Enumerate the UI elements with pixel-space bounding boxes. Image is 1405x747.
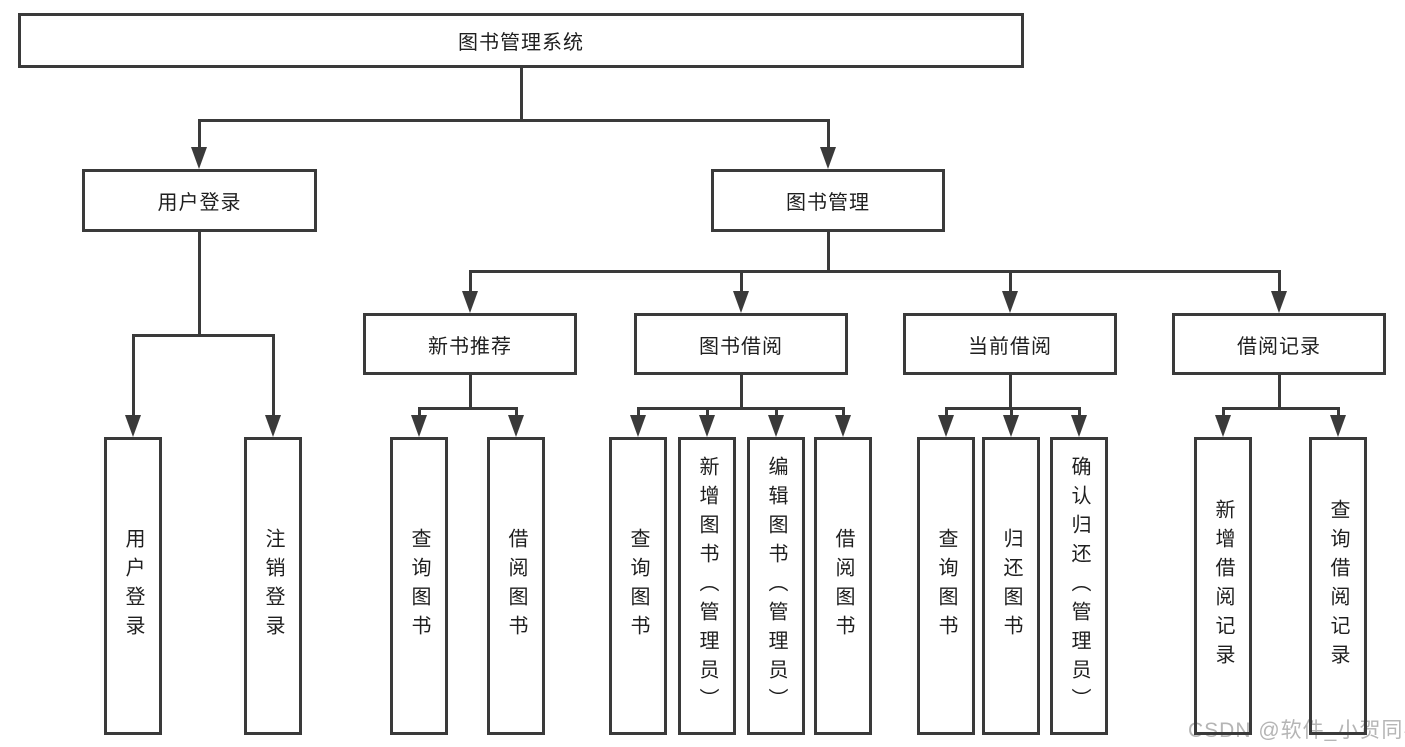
leaf-query-books-current-label: 查询图书 [935,528,957,644]
node-borrow-records-label: 借阅记录 [1237,335,1321,358]
leaf-query-books-borrow-label: 查询图书 [627,528,649,644]
leaf-confirm-return-admin: 确认归还（管理员） [1050,437,1108,735]
edge-drop-borrow-books-1 [515,407,518,420]
leaf-query-books-recommend: 查询图书 [390,437,448,735]
leaf-return-book: 归还图书 [982,437,1040,735]
edge-stem-book-borrow [740,375,743,410]
leaf-borrow-book: 借阅图书 [814,437,872,735]
leaf-logout-login: 注销登录 [244,437,302,735]
leaf-user-login-label: 用户登录 [122,528,144,644]
arrow-down-icon [768,415,784,437]
node-book-borrow: 图书借阅 [634,313,848,375]
edge-drop-leaf-user-login [132,334,135,420]
edge-drop-confirm-return [1078,407,1081,420]
node-current-borrow: 当前借阅 [903,313,1117,375]
node-library-system: 图书管理系统 [18,13,1024,68]
leaf-query-books-recommend-label: 查询图书 [408,528,430,644]
node-new-book-recommend-label: 新书推荐 [428,335,512,358]
edge-rail-book-borrow [637,407,845,410]
leaf-borrow-book-label: 借阅图书 [832,528,854,644]
watermark: CSDN @软件_小贺同学 [1188,719,1405,742]
node-library-system-label: 图书管理系统 [458,32,584,54]
node-current-borrow-label: 当前借阅 [968,335,1052,358]
arrow-down-icon [820,147,836,169]
edge-rail-current-borrow [945,407,1081,410]
leaf-borrow-books-recommend-label: 借阅图书 [505,528,527,644]
edge-drop-edit-book [775,407,778,420]
edge-drop-query-books-1 [418,407,421,420]
leaf-query-books-current: 查询图书 [917,437,975,735]
edge-drop-borrow-records [1278,270,1281,296]
arrow-down-icon [265,415,281,437]
edge-rail-root [198,119,830,122]
leaf-logout-login-label: 注销登录 [262,528,284,644]
leaf-add-book-admin-label: 新增图书（管理员） [696,455,718,717]
arrow-down-icon [699,415,715,437]
arrow-down-icon [630,415,646,437]
node-book-management-label: 图书管理 [786,192,870,214]
edge-drop-book-management [827,119,830,151]
node-new-book-recommend: 新书推荐 [363,313,577,375]
leaf-edit-book-admin: 编辑图书（管理员） [747,437,805,735]
leaf-query-books-borrow: 查询图书 [609,437,667,735]
arrow-down-icon [1215,415,1231,437]
leaf-edit-book-admin-label: 编辑图书（管理员） [765,455,787,717]
node-user-login: 用户登录 [82,169,317,232]
node-book-borrow-label: 图书借阅 [699,335,783,358]
arrow-down-icon [1071,415,1087,437]
edge-drop-new-book [469,270,472,296]
arrow-down-icon [191,147,207,169]
edge-drop-query-books-3 [945,407,948,420]
arrow-down-icon [733,291,749,313]
edge-drop-return-book [1010,407,1013,420]
leaf-add-borrow-record: 新增借阅记录 [1194,437,1252,735]
leaf-confirm-return-admin-label: 确认归还（管理员） [1068,455,1090,717]
edge-drop-query-borrow-record [1337,407,1340,420]
edge-stem-root [520,68,523,121]
leaf-return-book-label: 归还图书 [1000,528,1022,644]
arrow-down-icon [938,415,954,437]
edge-rail-book-management [469,270,1280,273]
node-user-login-label: 用户登录 [157,192,242,214]
edge-drop-add-book [706,407,709,420]
edge-stem-current-borrow [1009,375,1012,410]
arrow-down-icon [1003,415,1019,437]
edge-stem-borrow-records [1278,375,1281,410]
edge-drop-current-borrow [1009,270,1012,296]
leaf-borrow-books-recommend: 借阅图书 [487,437,545,735]
arrow-down-icon [125,415,141,437]
leaf-query-borrow-record-label: 查询借阅记录 [1327,499,1349,673]
leaf-add-book-admin: 新增图书（管理员） [678,437,736,735]
edge-rail-borrow-records [1222,407,1340,410]
leaf-query-borrow-record: 查询借阅记录 [1309,437,1367,735]
arrow-down-icon [1330,415,1346,437]
leaf-user-login: 用户登录 [104,437,162,735]
edge-drop-leaf-logout [272,334,275,420]
edge-drop-add-borrow-record [1222,407,1225,420]
edge-rail-user-login [132,334,275,337]
edge-drop-user-login [198,119,201,151]
edge-drop-book-borrow [740,270,743,296]
arrow-down-icon [462,291,478,313]
leaf-add-borrow-record-label: 新增借阅记录 [1212,499,1234,673]
edge-drop-borrow-books-2 [842,407,845,420]
arrow-down-icon [411,415,427,437]
arrow-down-icon [508,415,524,437]
edge-drop-query-books-2 [637,407,640,420]
edge-rail-new-book [418,407,518,410]
node-borrow-records: 借阅记录 [1172,313,1386,375]
edge-stem-new-book [469,375,472,410]
arrow-down-icon [1271,291,1287,313]
edge-stem-user-login [198,232,201,336]
arrow-down-icon [1002,291,1018,313]
arrow-down-icon [835,415,851,437]
edge-stem-book-management [827,232,830,273]
node-book-management: 图书管理 [711,169,945,232]
